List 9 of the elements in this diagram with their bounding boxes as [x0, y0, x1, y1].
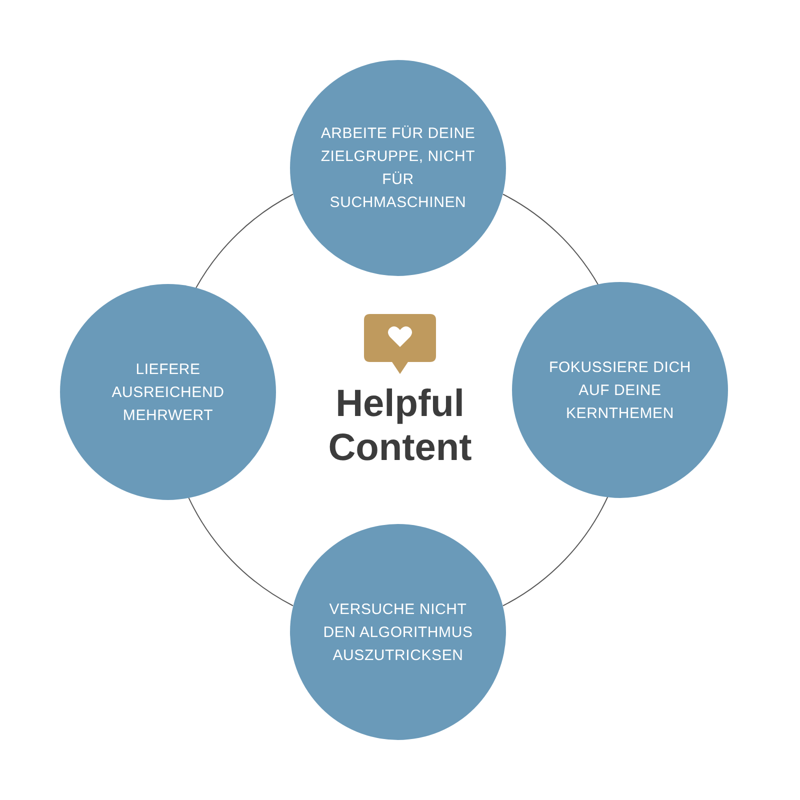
node-text: LIEFERE AUSREICHEND MEHRWERT [110, 360, 226, 426]
connector-arc [502, 194, 600, 286]
connector-arc [188, 497, 294, 606]
center-title: Helpful Content [327, 382, 473, 470]
connector-arc [196, 194, 294, 288]
node-text: FOKUSSIERE DICH AUF DEINE KERNTHEMEN [548, 358, 692, 424]
connector-arc [502, 495, 609, 606]
node-text: ARBEITE FÜR DEINE ZIELGRUPPE, NICHT FÜR SUCHMASCHINEN [320, 124, 476, 213]
node-text: VERSUCHE NICHT DEN ALGORITHMUS AUSZUTRICKSEN [322, 600, 474, 666]
